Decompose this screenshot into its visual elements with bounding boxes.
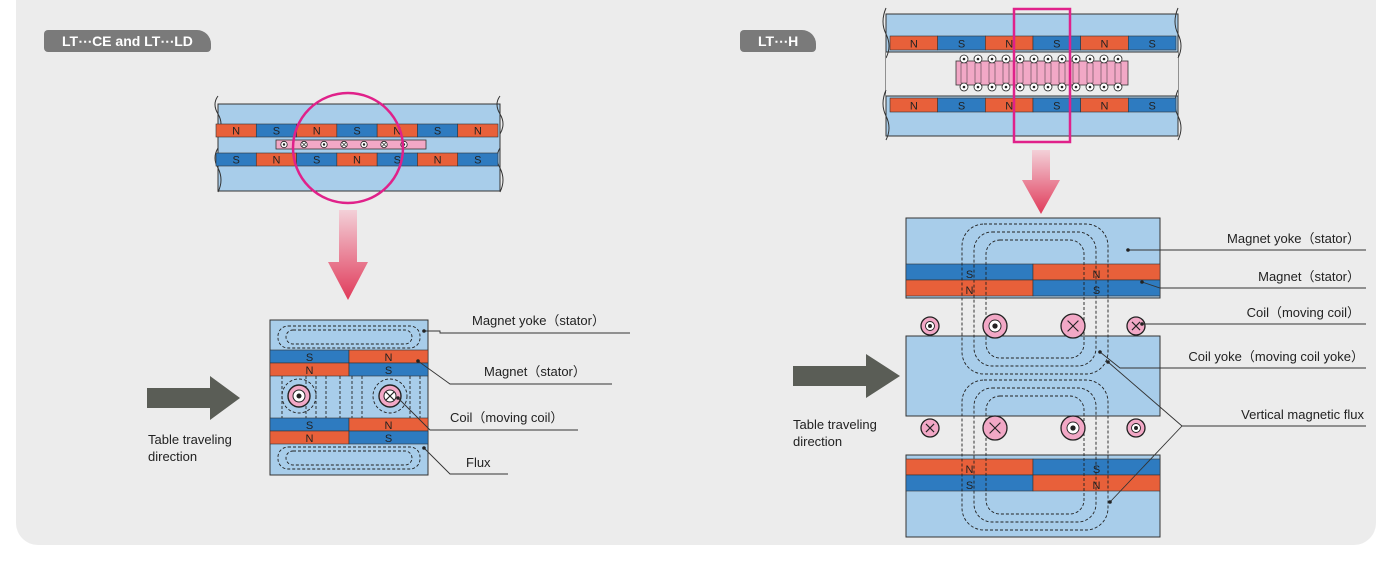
magnet-segment-label: N [306,365,314,377]
right-coils [920,313,1146,441]
magnet-pole-label: S [1053,101,1060,113]
magnet-pole-block [457,123,499,138]
right-label-vertical-flux: Vertical magnetic flux [1241,407,1364,422]
magnet-pole-block [1128,97,1177,113]
magnet-pole-label: N [1005,39,1013,51]
magnet-pole-block [1128,35,1177,51]
left-leaders [397,330,630,475]
magnet-segment-label: S [1093,464,1100,476]
right-overview-coil-block [955,60,1129,86]
magnet-segment-label: S [1093,285,1100,297]
magnet-pole-label: S [1053,39,1060,51]
right-overview: N S N S N S N S N S N S [882,7,1182,144]
left-direction-line2: direction [148,449,197,464]
right-label-magnet: Magnet（stator） [1258,269,1360,284]
magnet-pole-label: S [313,155,320,167]
magnet-pole-label: N [434,155,442,167]
magnet-pole-label: N [910,101,918,113]
magnet-pole-label: S [394,155,401,167]
magnet-pole-label: S [958,101,965,113]
magnet-pole-label: N [353,155,361,167]
right-magnify-frame [1012,7,1072,144]
magnet-pole-label: S [353,126,360,138]
left-overview-coil-bar [275,139,427,150]
magnet-pole-label: S [474,155,481,167]
magnet-pole-label: N [272,155,280,167]
magnet-pole-label: N [1101,39,1109,51]
right-coil-yoke [905,335,1161,417]
left-coil-in [378,384,402,408]
magnet-segment-label: S [966,480,973,492]
magnet-segment-label: S [385,365,392,377]
magnet-segment-label: N [385,420,393,432]
magnet-segment-label: S [306,420,313,432]
magnet-segment-label: N [1093,269,1101,281]
left-magnify-arrow [328,210,368,300]
section-tag-lt-ce-ld: LT⋯CE and LT⋯LD [44,30,211,52]
right-label-coil-yoke: Coil yoke（moving coil yoke） [1188,349,1364,364]
left-coil-out [287,384,311,408]
magnet-segment [348,430,429,445]
magnet-pole-label: N [1005,101,1013,113]
magnet-pole-block [457,152,499,167]
magnet-pole-label: S [273,126,280,138]
right-magnify-arrow [1022,150,1060,214]
right-overview-coil-marks [959,54,1123,92]
magnet-segment-label: N [966,285,974,297]
section-tag-lt-h: LT⋯H [740,30,817,52]
magnet-pole-label: N [474,126,482,138]
magnet-segment-label: N [1093,480,1101,492]
magnet-pole-label: S [958,39,965,51]
right-direction-line2: direction [793,434,842,449]
magnet-pole-label: S [232,155,239,167]
magnet-segment [348,362,429,377]
magnet-pole-label: N [910,39,918,51]
left-label-magnet: Magnet（stator） [484,364,586,379]
left-label-flux: Flux [466,455,491,470]
magnet-pole-label: N [232,126,240,138]
magnet-pole-label: S [434,126,441,138]
magnet-segment-label: N [306,433,314,445]
left-label-yoke: Magnet yoke（stator） [472,313,605,328]
magnet-pole-label: N [313,126,321,138]
magnet-pole-label: N [393,126,401,138]
magnet-pole-label: S [1148,101,1155,113]
magnet-segment-label: S [966,269,973,281]
right-label-coil: Coil（moving coil） [1247,305,1360,320]
left-label-coil: Coil（moving coil） [450,410,563,425]
magnet-segment-label: S [385,433,392,445]
magnet-segment [1032,474,1161,492]
magnet-segment-label: N [966,464,974,476]
magnet-segment-label: N [385,352,393,364]
magnet-pole-label: N [1101,101,1109,113]
right-leaders [1099,249,1366,503]
magnet-pole-label: S [1148,39,1155,51]
right-flux-lines [961,223,1109,531]
magnet-segment-label: S [306,352,313,364]
left-magnify-circle [291,91,405,205]
left-direction-line1: Table traveling [148,432,232,447]
left-flux-lines [277,325,421,470]
left-travel-arrow [147,376,240,420]
right-label-yoke: Magnet yoke（stator） [1227,231,1360,246]
left-overview: N S N S N S N S N S N S N S [214,91,504,205]
right-direction-line1: Table traveling [793,417,877,432]
right-travel-arrow [793,354,900,398]
